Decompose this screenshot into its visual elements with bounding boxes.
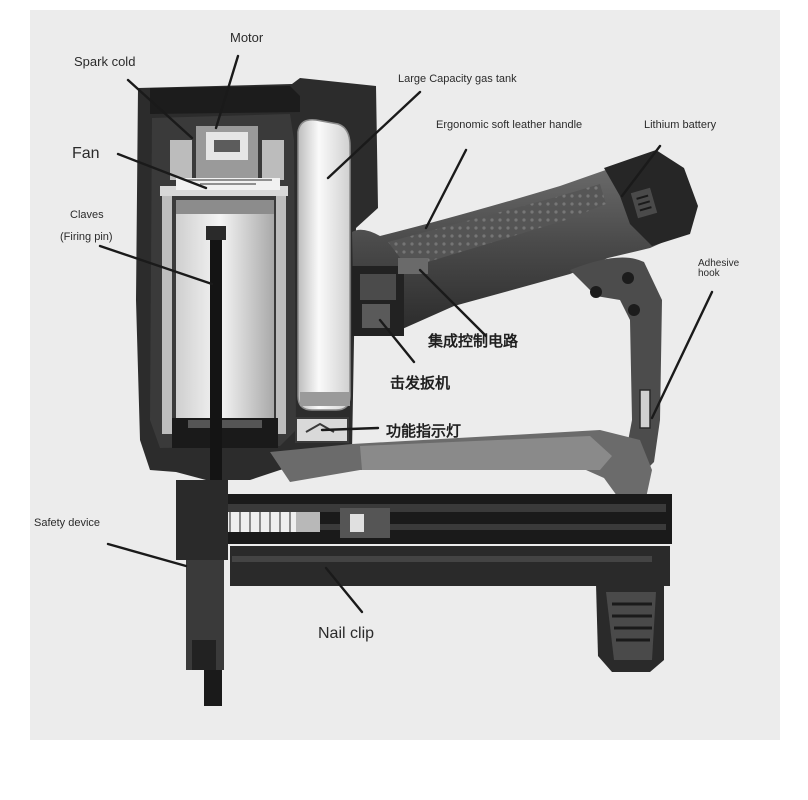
label-motor: Motor bbox=[230, 30, 264, 45]
motor-assembly bbox=[170, 126, 284, 180]
labels: Motor Spark cold Large Capacity gas tank… bbox=[34, 30, 740, 642]
label-indicator-light: 功能指示灯 bbox=[386, 422, 461, 440]
label-battery: Lithium battery bbox=[644, 119, 717, 131]
label-gas-tank: Large Capacity gas tank bbox=[398, 73, 517, 85]
label-adhesive: Adhesive bbox=[698, 258, 740, 269]
tool-illustration bbox=[136, 78, 698, 706]
adhesive-hook-clip bbox=[639, 389, 651, 429]
gas-tank bbox=[297, 119, 351, 411]
label-fan: Fan bbox=[72, 145, 100, 162]
trigger-assembly bbox=[352, 258, 428, 336]
label-control-circuit: 集成控制电路 bbox=[427, 332, 519, 350]
rear-grip bbox=[570, 257, 662, 484]
label-handle: Ergonomic soft leather handle bbox=[436, 119, 582, 131]
nose-safety bbox=[176, 480, 228, 706]
lithium-battery bbox=[604, 150, 698, 246]
label-firing-pin: (Firing pin) bbox=[60, 231, 113, 243]
magazine bbox=[180, 494, 672, 586]
label-spark-cold: Spark cold bbox=[74, 54, 135, 69]
label-safety-device: Safety device bbox=[34, 517, 100, 529]
nail-strip bbox=[212, 512, 296, 532]
label-claves: Claves bbox=[70, 209, 104, 221]
label-nail-clip: Nail clip bbox=[318, 625, 374, 642]
fan bbox=[176, 178, 280, 190]
leader-lines bbox=[98, 54, 714, 614]
label-hook: hook bbox=[698, 268, 721, 279]
label-trigger: 击发扳机 bbox=[390, 374, 450, 392]
